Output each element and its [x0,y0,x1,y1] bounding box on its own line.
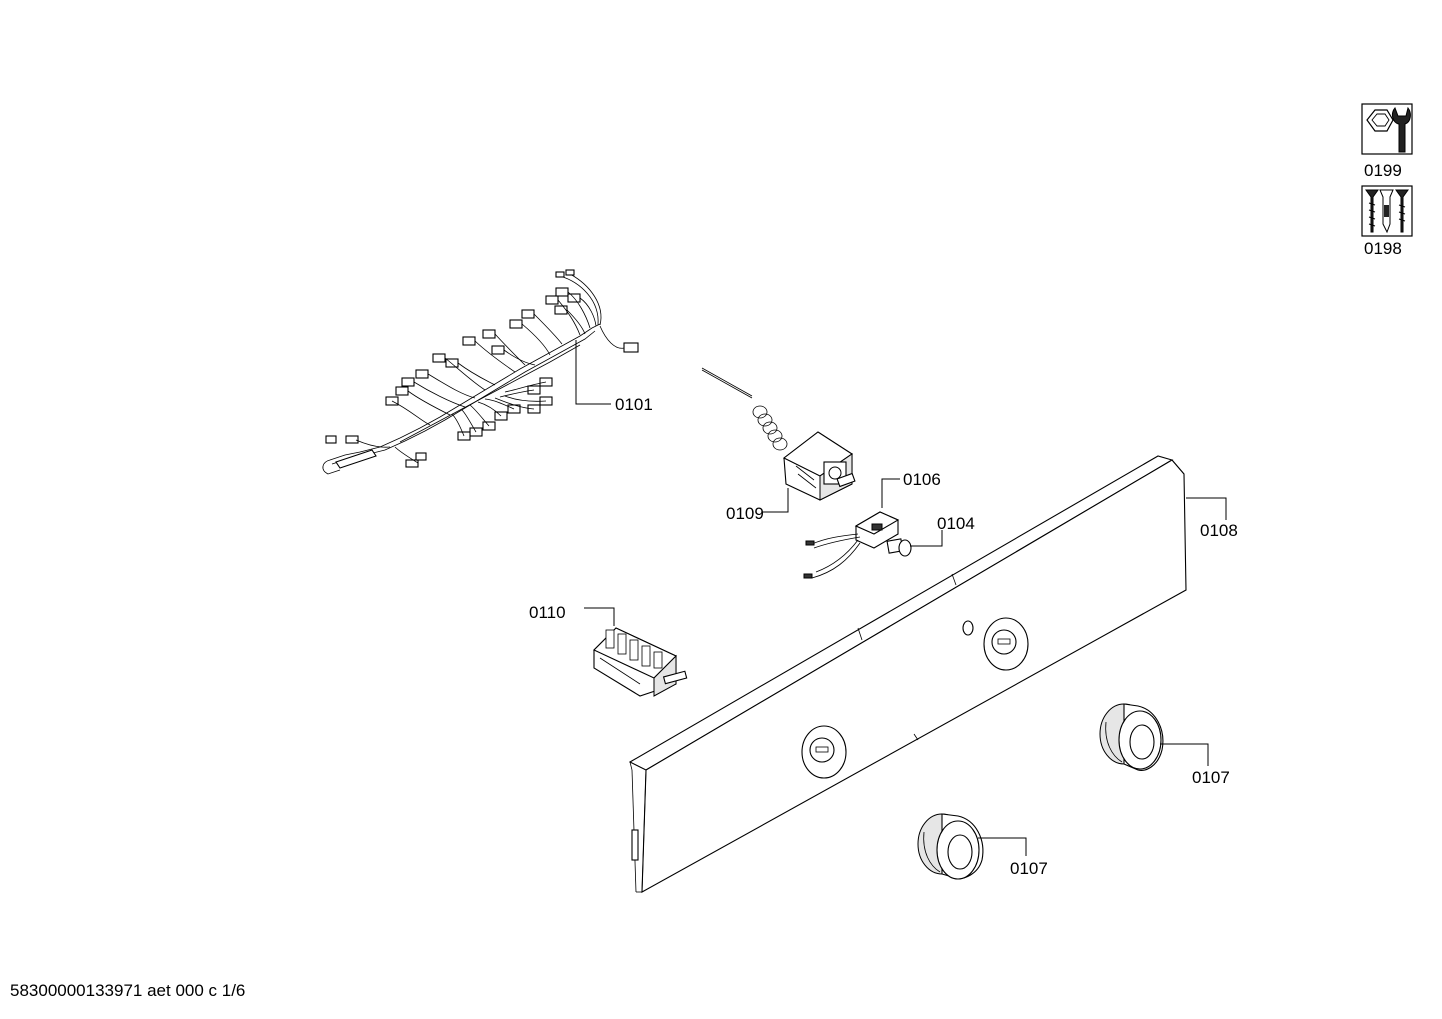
leader-0107-right [1160,743,1209,766]
selector-switch[interactable] [593,627,688,697]
knob-bottom[interactable] [917,813,984,880]
control-panel[interactable] [628,455,1187,893]
callout-0107-right: 0107 [1192,768,1230,787]
indicator-lamp[interactable] [803,511,900,579]
callout-0106: 0106 [903,470,941,489]
leader-0108 [1186,497,1227,520]
lamp-knob[interactable] [886,538,912,557]
document-id: 58300000133971 aet 000 c 1/6 [10,981,246,1000]
callout-0109: 0109 [726,504,764,523]
leader-0107-bottom [978,837,1027,856]
callout-0198: 0198 [1364,239,1402,258]
leader-0101 [575,340,611,405]
leader-0110 [584,607,615,626]
callout-0108: 0108 [1200,521,1238,540]
callout-0104: 0104 [937,514,975,533]
service-tools-icon[interactable] [1361,103,1413,155]
fasteners-icon[interactable] [1361,185,1413,237]
leader-0106 [881,478,900,508]
callout-0107-bottom: 0107 [1010,859,1048,878]
leader-0109 [762,488,789,513]
leader-0104 [910,530,943,547]
callout-0110: 0110 [529,603,566,622]
callout-0101: 0101 [615,395,653,414]
knob-right[interactable] [1099,703,1164,771]
thermostat[interactable] [701,367,856,501]
wiring-harness[interactable] [322,269,639,475]
callout-0199: 0199 [1364,161,1402,180]
